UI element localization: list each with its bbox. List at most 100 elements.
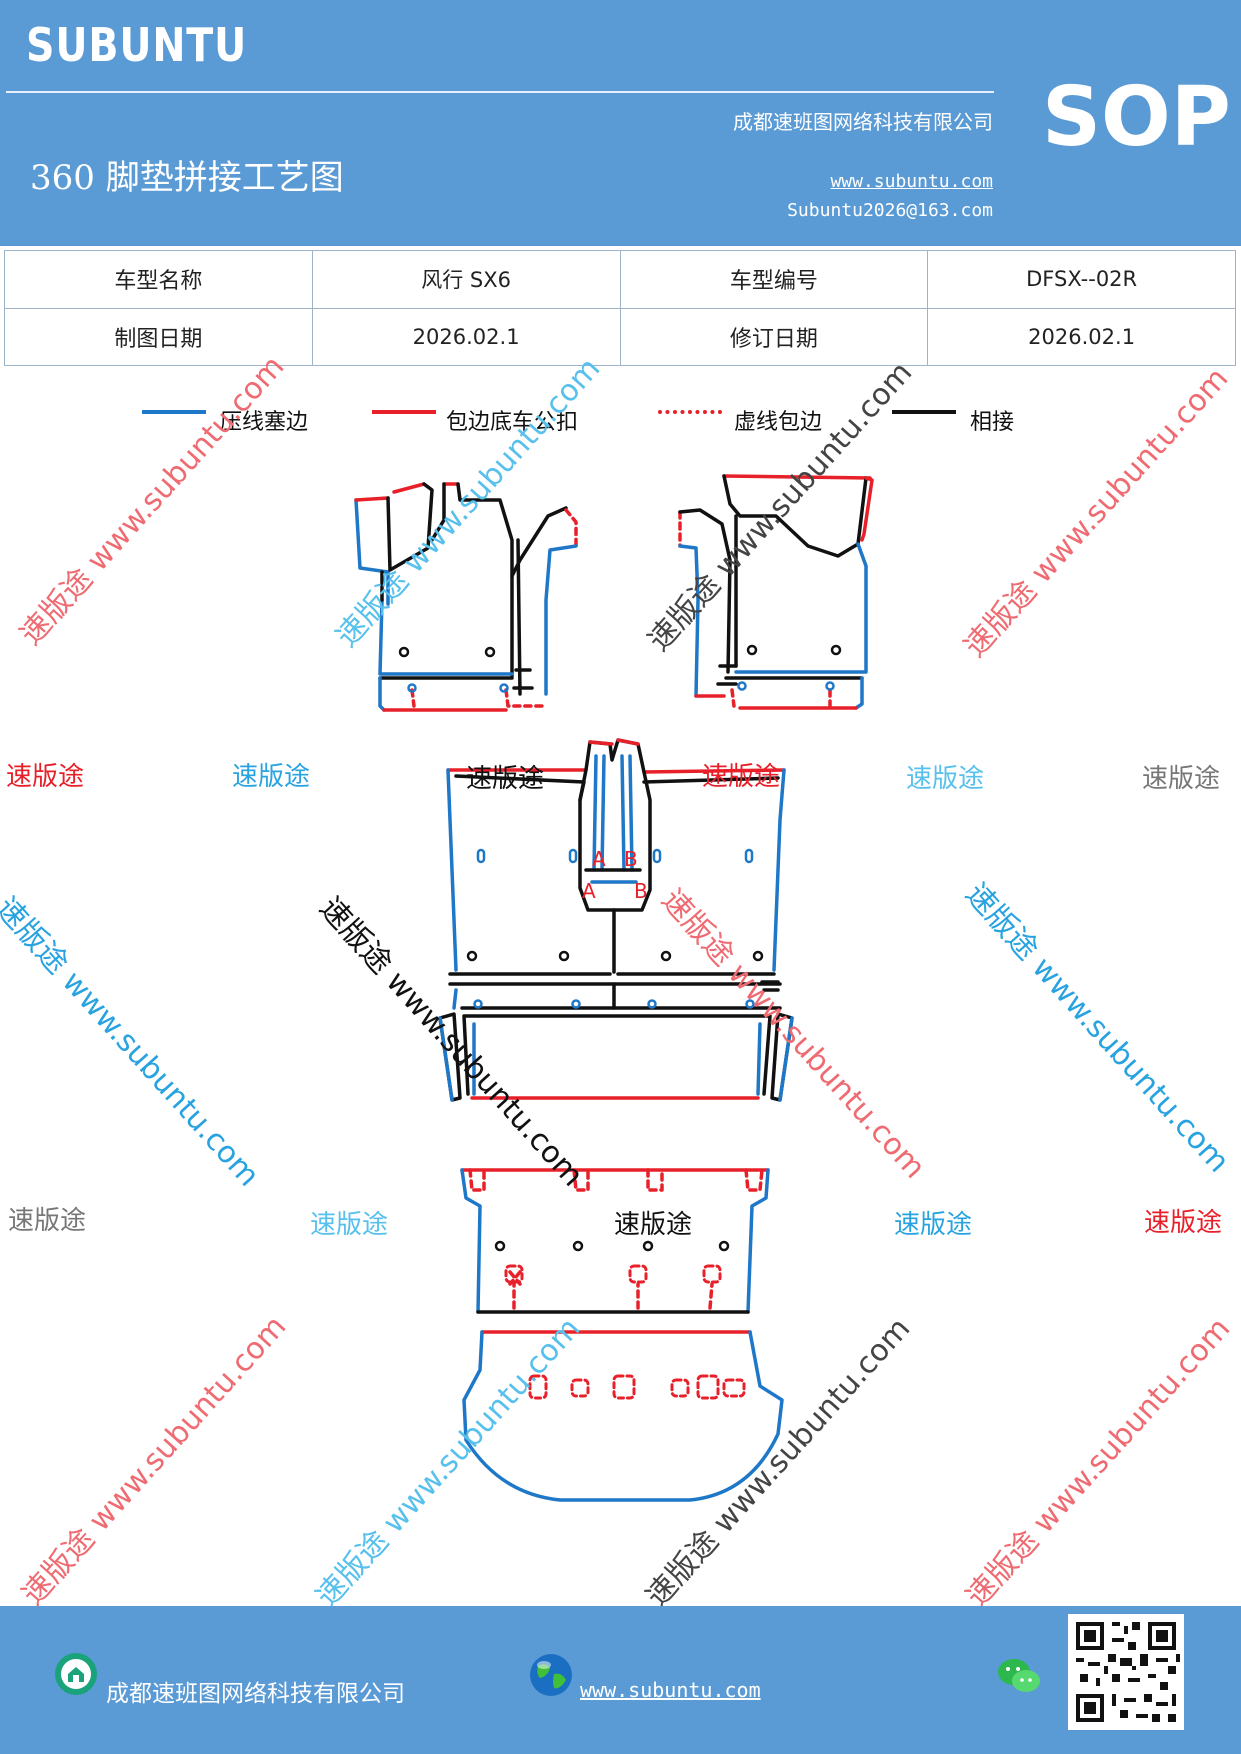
floor-mat-diagram: A B A B [354,474,874,1502]
header-company-name: 成都速班图网络科技有限公司 [733,110,993,134]
legend-label: 压线塞边 [220,410,309,435]
mat-edge-blue [460,1168,770,1314]
cargo-clip-dotted [670,1378,690,1398]
mat-hole [642,1240,654,1252]
cargo-clip-dotted [612,1374,636,1400]
joint-mark-a: A [592,847,606,871]
mat-edge-red [392,482,426,494]
mat-edge-blue [772,768,786,972]
mat-hole-blue [407,683,417,693]
trunk-clip-dotted [504,1264,524,1284]
front-right-mat [678,474,874,710]
company-home-icon [55,1653,97,1695]
mat-edge-blue [472,1022,762,1096]
mat-edge-blue [462,1330,784,1502]
mat-hole-blue [647,999,657,1009]
mat-edge-red-dotted [564,508,578,548]
table-cell: 修订日期 [619,307,929,366]
mat-hole-blue [499,683,509,693]
joint-mark-b: B [634,879,648,903]
watermark-text: 速版途 [906,764,985,794]
header-website-link[interactable]: www.subuntu.com [830,171,993,192]
footer-website-link[interactable]: www.subuntu.com [580,1678,761,1702]
mat-edge-black [760,980,780,992]
mat-hole [558,950,570,962]
mat-hole [484,646,496,658]
wing-edge-blue [438,1016,454,1102]
mat-slot-blue [568,848,578,864]
mat-slot-blue [476,848,486,864]
mat-hole [660,950,672,962]
mat-edge-red [860,476,874,542]
watermark-text: 速版途 [232,762,311,792]
mat-edge-black [722,474,868,558]
mat-hole [752,950,764,962]
legend-label: 相接 [970,410,1015,435]
mat-edge-black [430,482,446,542]
legend-swatch-blue [142,410,206,414]
mat-hole [572,1240,584,1252]
mat-hole-blue [571,999,581,1009]
mat-edge-black [678,508,732,674]
watermark-text: 速版途 [702,762,781,792]
watermark-text: 速版途 [614,1210,693,1240]
table-cell: 2026.02.1 [311,307,621,366]
cargo-clip-dotted [570,1378,590,1398]
cargo-clip-dotted [528,1374,548,1400]
header-email: Subuntu2026@163.com [787,200,993,221]
mat-edge-black [456,482,514,678]
watermark-text: 速版途 [1144,1208,1223,1238]
mat-hole [466,950,478,962]
trunk-clip-dotted [628,1264,648,1284]
table-row: 车型名称 风行 SX6 车型编号 DFSX--02R [4,250,1236,309]
front-left-mat [354,482,578,712]
mat-edge-red-dotted [468,1168,764,1192]
mat-slot-blue [652,848,662,864]
joint-mark-a: A [582,879,596,903]
mat-hole [494,1240,506,1252]
mat-hole [830,644,842,656]
table-cell: 车型编号 [619,250,929,309]
trunk-mat [460,1168,784,1502]
cargo-clip-dotted [696,1374,720,1400]
mat-edge-blue [678,544,700,698]
mat-edge-blue [854,676,864,710]
mat-edge-blue [378,598,514,676]
footer-company-name: 成都速班图网络科技有限公司 [106,1681,405,1707]
watermark-text: 速版途 [466,764,545,794]
mat-edge-red-dotted [730,688,832,708]
mat-edge-black [462,1014,772,1096]
table-row: 制图日期 2026.02.1 修订日期 2026.02.1 [4,307,1236,366]
mat-edge-red [722,474,872,480]
mat-hole-blue [745,999,755,1009]
mat-edge-black [642,776,780,784]
mat-edge-black [510,506,568,578]
table-cell: DFSX--02R [927,250,1236,309]
tunnel-edge-red [588,738,640,746]
line-legend: 压线塞边 包边底车公扣 虚线包边 相接 [0,398,1241,438]
mat-hole [746,644,758,656]
mat-edge-blue [734,542,868,674]
mat-edge-red [354,496,390,502]
joint-mark-b: B [624,847,638,871]
mat-hole-blue [473,999,483,1009]
middle-row-mat [438,738,794,1102]
mat-edge-black [386,482,434,572]
watermark-text: 速版途 [6,762,85,792]
legend-swatch-red [372,410,436,414]
legend-swatch-red-dotted [658,410,722,414]
legend-swatch-black [892,410,956,414]
table-cell: 2026.02.1 [927,307,1236,366]
mat-edge-black [716,664,738,686]
legend-label: 虚线包边 [734,410,823,435]
page-title: 360 脚垫拼接工艺图 [30,158,344,198]
vehicle-info-table: 车型名称 风行 SX6 车型编号 DFSX--02R 制图日期 2026.02.… [4,250,1236,366]
mat-edge-red [642,768,786,774]
footer-banner: 成都速班图网络科技有限公司 www.subuntu.com [0,1606,1241,1754]
mat-slot-blue [744,848,754,864]
table-cell: 风行 SX6 [311,250,621,309]
trunk-clip-dotted [702,1264,722,1284]
wechat-icon[interactable] [996,1656,1042,1696]
tunnel-edge-black [578,738,652,912]
mat-edge-black [512,668,534,690]
